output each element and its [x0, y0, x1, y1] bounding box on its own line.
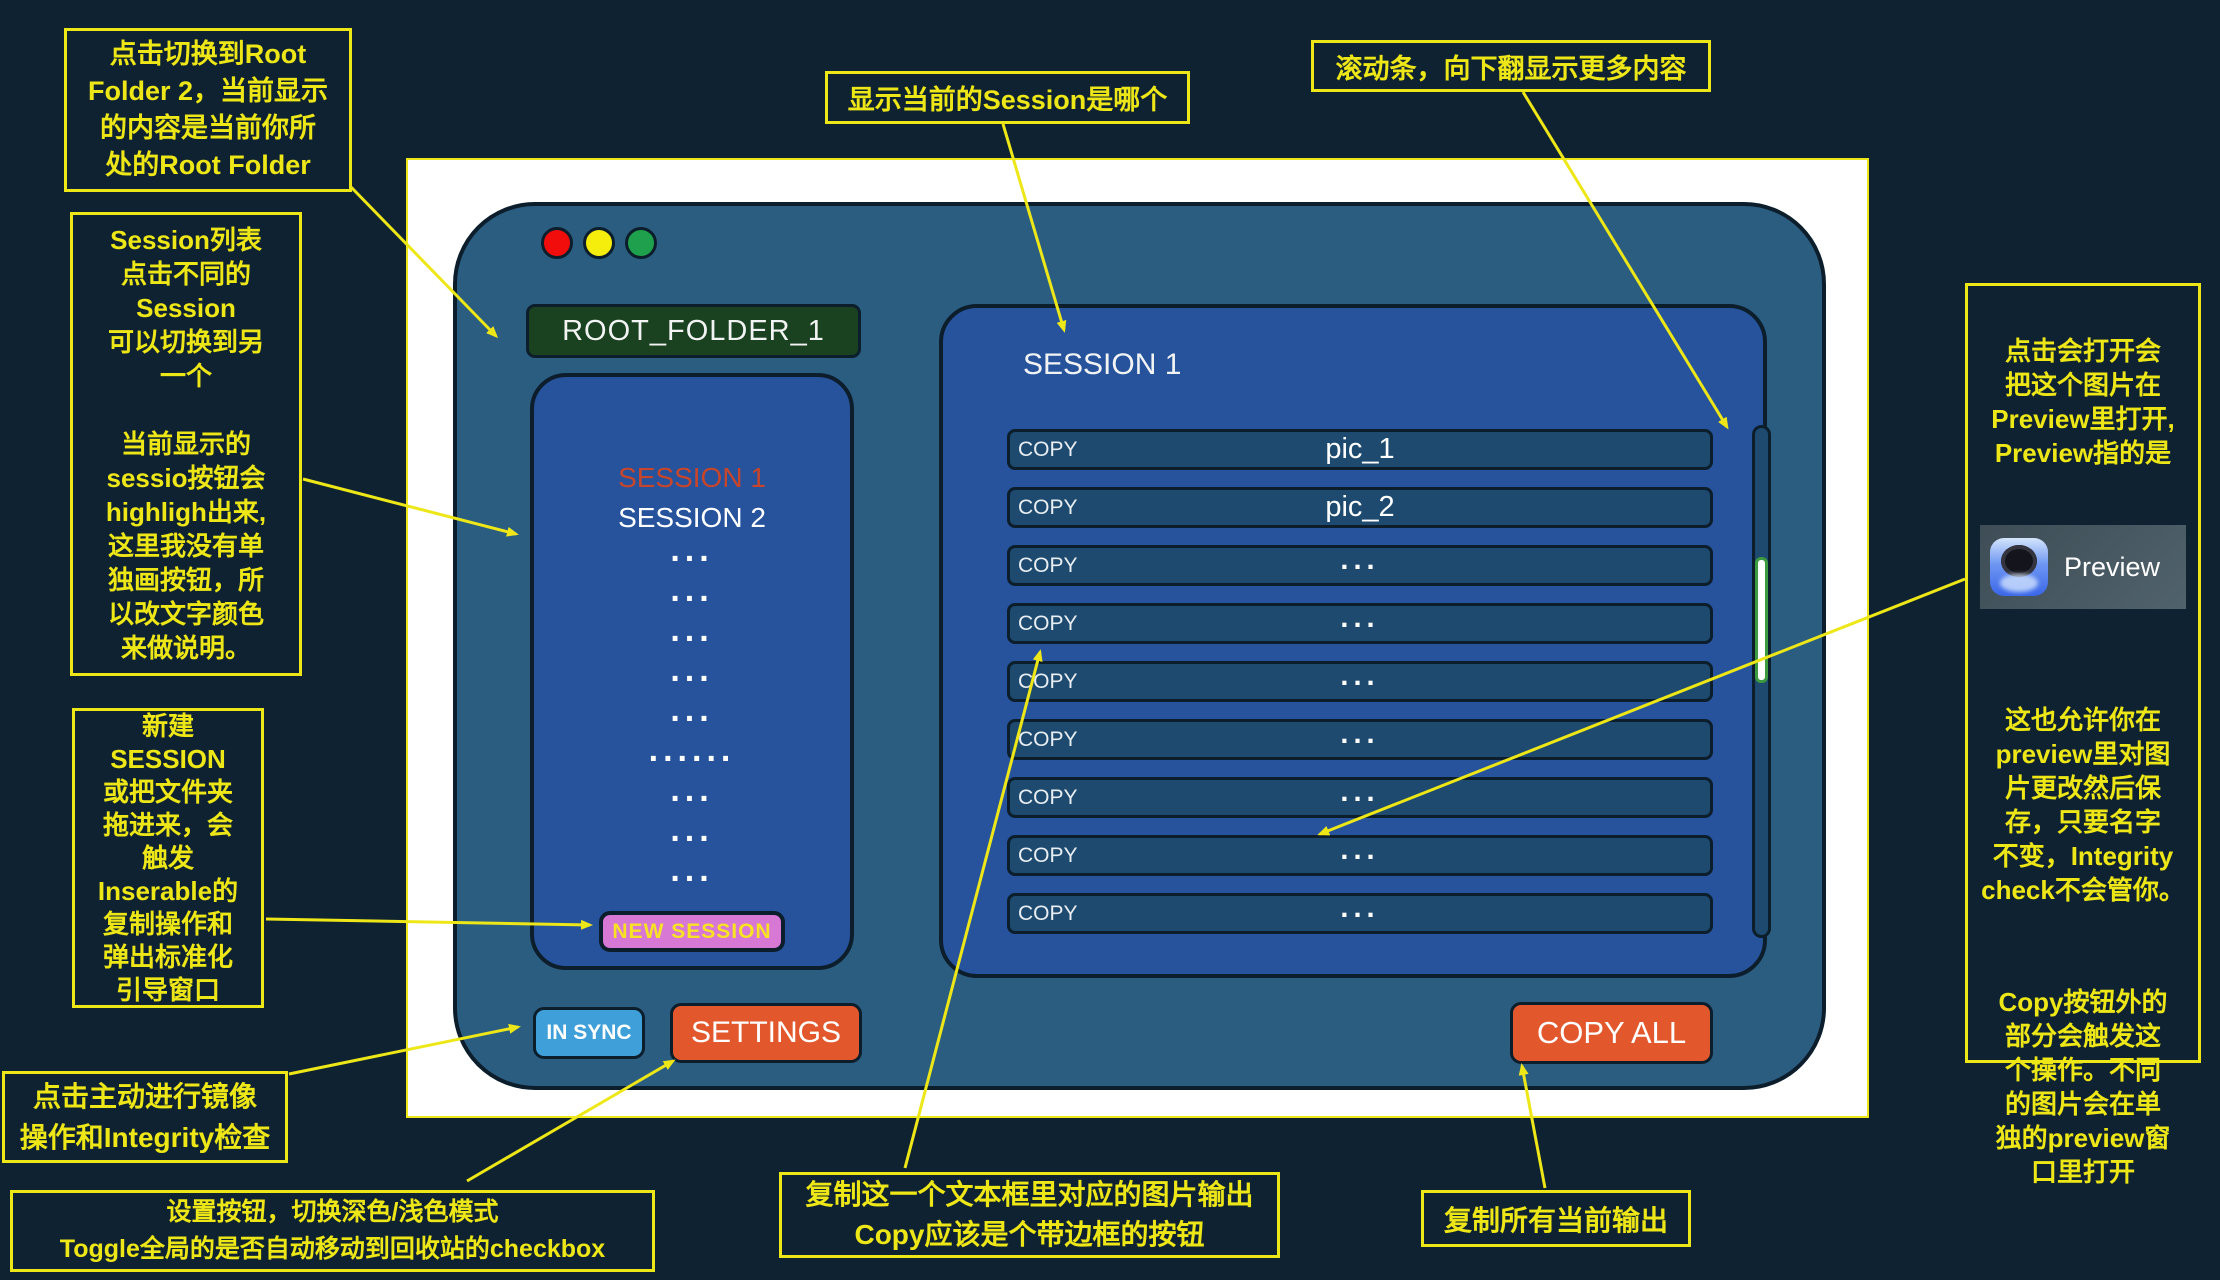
file-name: pic_1	[1325, 433, 1395, 465]
file-name: ...	[1340, 543, 1380, 576]
note-session-list: Session列表 点击不同的 Session 可以切换到另 一个 当前显示的 …	[70, 212, 302, 676]
session-filler-row: ...	[670, 651, 714, 689]
preview-app-label: Preview	[2064, 552, 2161, 582]
in-sync-button[interactable]: IN SYNC	[533, 1007, 645, 1059]
note-settings: 设置按钮，切换深色/浅色模式 Toggle全局的是否自动移动到回收站的check…	[10, 1190, 655, 1272]
root-folder-button[interactable]: ROOT_FOLDER_1	[526, 304, 861, 358]
note-text: 复制这一个文本框里对应的图片输出 Copy应该是个带边框的按钮	[805, 1179, 1254, 1250]
scrollbar-thumb[interactable]	[1755, 557, 1768, 683]
minimize-traffic-light[interactable]	[583, 227, 615, 259]
file-name: ...	[1340, 833, 1380, 866]
note-text: 新建 SESSION 或把文件夹 拖进来，会 触发 Inserable的 复制操…	[97, 710, 239, 1005]
session-filler-row: ...	[670, 811, 714, 849]
note-text: 点击主动进行镜像 操作和Integrity检查	[19, 1081, 271, 1153]
session-filler-row: ...	[670, 571, 714, 609]
note-root-folder: 点击切换到Root Folder 2，当前显示 的内容是当前你所 处的Root …	[64, 28, 352, 192]
file-row[interactable]: COPY...	[1007, 893, 1713, 934]
file-name: ...	[1340, 775, 1380, 808]
note-text: 复制所有当前输出	[1443, 1204, 1668, 1236]
file-row[interactable]: COPY pic_2	[1007, 487, 1713, 528]
note-text: 点击会打开会 把这个图片在 Preview里打开, Preview指的是	[1991, 336, 2175, 468]
note-text: 滚动条，向下翻显示更多内容	[1335, 53, 1687, 84]
app-window: ROOT_FOLDER_1 SESSION 1 SESSION 2 ......…	[453, 202, 1826, 1090]
copy-button[interactable]: COPY	[1018, 611, 1078, 635]
preview-app-strip: Preview	[1980, 525, 2186, 609]
note-copy-all: 复制所有当前输出	[1421, 1190, 1691, 1247]
session-filler-row: ...	[670, 691, 714, 729]
session-filler-row: ......	[648, 731, 736, 769]
note-scrollbar: 滚动条，向下翻显示更多内容	[1311, 40, 1711, 92]
settings-button[interactable]: SETTINGS	[670, 1003, 862, 1063]
file-name: ...	[1340, 601, 1380, 634]
file-row[interactable]: COPY...	[1007, 777, 1713, 818]
new-session-button[interactable]: NEW SESSION	[599, 911, 785, 952]
note-new-session: 新建 SESSION 或把文件夹 拖进来，会 触发 Inserable的 复制操…	[72, 708, 264, 1008]
zoom-traffic-light[interactable]	[625, 227, 657, 259]
file-row[interactable]: COPY...	[1007, 603, 1713, 644]
close-traffic-light[interactable]	[541, 227, 573, 259]
note-text: Copy按钮外的 部分会触发这 个操作。不同 的图片会在单 独的preview窗…	[1995, 987, 2171, 1187]
note-text: 这也允许你在 preview里对图 片更改然后保 存，只要名字 不变，Integ…	[1981, 705, 2185, 905]
preview-app-icon	[1990, 538, 2048, 596]
copy-all-button[interactable]: COPY ALL	[1510, 1002, 1713, 1064]
file-name: ...	[1340, 717, 1380, 750]
note-mirror-sync: 点击主动进行镜像 操作和Integrity检查	[2, 1071, 288, 1163]
note-preview: 点击会打开会 把这个图片在 Preview里打开, Preview指的是 Pre…	[1965, 283, 2201, 1187]
copy-button[interactable]: COPY	[1018, 437, 1078, 461]
file-name: ...	[1340, 891, 1380, 924]
note-text: 显示当前的Session是哪个	[847, 85, 1168, 115]
session-item-2[interactable]: SESSION 2	[618, 502, 766, 533]
note-copy-row: 复制这一个文本框里对应的图片输出 Copy应该是个带边框的按钮	[779, 1172, 1280, 1258]
file-name: ...	[1340, 659, 1380, 692]
copy-button[interactable]: COPY	[1018, 553, 1078, 577]
session-item-1[interactable]: SESSION 1	[618, 462, 766, 493]
file-row[interactable]: COPY pic_1	[1007, 429, 1713, 470]
current-session-title: SESSION 1	[1023, 348, 1182, 381]
file-row[interactable]: COPY...	[1007, 719, 1713, 760]
session-filler-row: ...	[670, 531, 714, 569]
session-list-panel: SESSION 1 SESSION 2 ....................…	[530, 373, 854, 970]
session-list: SESSION 1 SESSION 2 ....................…	[534, 458, 850, 898]
icon-glow	[2000, 574, 2038, 592]
file-row[interactable]: COPY...	[1007, 835, 1713, 876]
copy-button[interactable]: COPY	[1018, 495, 1078, 519]
session-filler-row: ...	[670, 851, 714, 889]
scrollbar-track[interactable]	[1752, 425, 1771, 938]
note-text: Session列表 点击不同的 Session 可以切换到另 一个 当前显示的 …	[105, 225, 267, 663]
file-name: pic_2	[1325, 491, 1395, 523]
session-filler-row: ...	[670, 771, 714, 809]
session-filler-row: ...	[670, 611, 714, 649]
note-current-session: 显示当前的Session是哪个	[825, 71, 1190, 124]
note-text: 点击切换到Root Folder 2，当前显示 的内容是当前你所 处的Root …	[87, 39, 329, 180]
note-text: 设置按钮，切换深色/浅色模式 Toggle全局的是否自动移动到回收站的check…	[59, 1198, 606, 1263]
session-filler-list: ..............................	[534, 533, 850, 898]
file-row[interactable]: COPY...	[1007, 545, 1713, 586]
file-row[interactable]: COPY...	[1007, 661, 1713, 702]
loupe-icon	[2001, 545, 2037, 577]
